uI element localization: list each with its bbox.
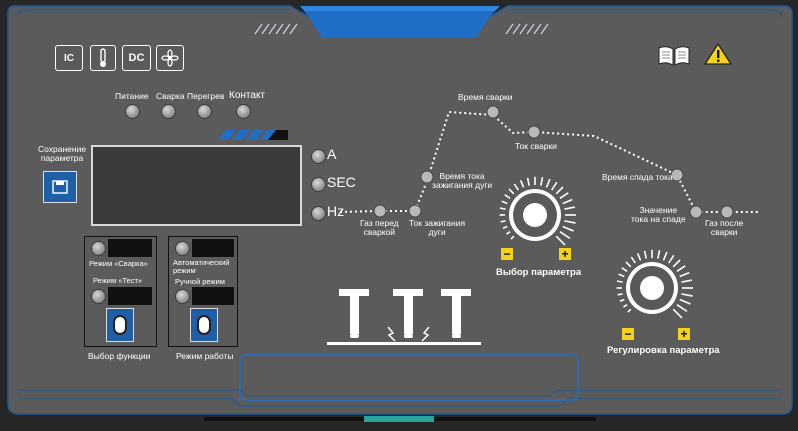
mode-test-indicator	[108, 287, 152, 305]
thermometer-icon	[90, 45, 116, 71]
param-select-plus: +	[559, 248, 571, 260]
weld-current-label: Ток сварки	[515, 141, 557, 151]
graph-node-weld-current	[527, 125, 541, 139]
graph-node-ignition-time	[420, 170, 434, 184]
mode-weld-indicator	[108, 239, 152, 257]
unit-sec-label: SEC	[327, 174, 356, 190]
manual-book-icon	[658, 46, 690, 66]
function-select-button[interactable]	[106, 308, 134, 342]
param-select-minus: −	[501, 248, 513, 260]
dc-icon: DC	[122, 45, 151, 71]
work-mode-title: Режим работы	[176, 351, 234, 361]
unit-hz-label: Hz	[327, 203, 345, 219]
overheat-label: Перегрев	[187, 91, 225, 101]
unit-hz-led	[311, 206, 326, 221]
param-adjust-plus: +	[678, 328, 690, 340]
function-select-group	[84, 236, 157, 347]
work-mode-button[interactable]	[190, 308, 218, 342]
weld-time-label: Время сварки	[458, 92, 513, 102]
auto-mode-indicator	[192, 239, 234, 257]
save-parameter-button[interactable]	[43, 171, 77, 203]
work-mode-group	[168, 236, 238, 347]
ic-chip-icon: IC	[55, 45, 83, 71]
param-select-title: Выбор параметра	[496, 267, 582, 278]
main-display	[91, 145, 302, 226]
contact-label: Контакт	[229, 90, 266, 101]
power-led	[125, 104, 140, 119]
graph-node-ignition-current	[408, 204, 422, 218]
fan-icon	[156, 45, 184, 71]
manual-mode-label: Ручной режим	[175, 277, 225, 286]
auto-mode-led	[175, 241, 190, 256]
mode-weld-led	[91, 241, 106, 256]
warning-icon	[703, 42, 733, 65]
mode-test-led	[91, 289, 106, 304]
downslope-time-label: Время спада тока	[602, 172, 673, 182]
function-select-title: Выбор функции	[88, 351, 151, 361]
blue-stripe	[218, 130, 278, 140]
unit-a-led	[311, 149, 326, 164]
param-adjust-minus: −	[622, 328, 634, 340]
power-label: Питание	[115, 91, 149, 101]
unit-sec-led	[311, 177, 326, 192]
graph-node-weld-time	[486, 105, 500, 119]
param-adjust-title: Регулировка параметра	[607, 345, 720, 356]
graph-node-downslope-value	[689, 205, 703, 219]
welding-electrodes-icon	[327, 289, 481, 345]
save-icon	[52, 180, 68, 194]
unit-a-label: A	[327, 146, 337, 162]
graph-node-post-gas	[720, 205, 734, 219]
mode-test-label: Режим «Тест»	[93, 276, 143, 285]
graph-node-downslope-time	[670, 168, 684, 182]
overheat-led	[197, 104, 212, 119]
weld-label: Сварка	[156, 91, 185, 101]
welding-cycle-graph	[340, 105, 760, 219]
contact-led	[236, 104, 251, 119]
manual-mode-indicator	[192, 287, 234, 305]
weld-led	[161, 104, 176, 119]
manual-mode-led	[175, 289, 190, 304]
graph-node-pre-gas	[373, 204, 387, 218]
parameter-adjust-knob[interactable]	[609, 245, 695, 331]
mode-weld-label: Режим «Сварка»	[89, 259, 148, 268]
parameter-select-knob[interactable]	[492, 172, 578, 258]
